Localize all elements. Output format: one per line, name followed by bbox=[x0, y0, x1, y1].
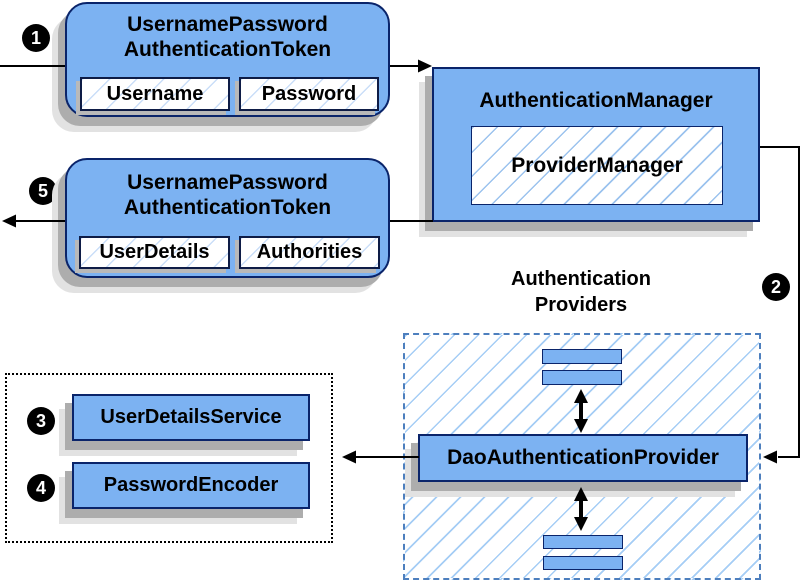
authentication-manager-title: AuthenticationManager bbox=[479, 89, 713, 112]
userdetails-field: UserDetails bbox=[79, 236, 230, 269]
token-response-title-line1: UsernamePassword bbox=[127, 171, 328, 194]
arrowhead-into-collaborators bbox=[342, 450, 356, 464]
authentication-providers-label-line1: Authentication bbox=[511, 268, 651, 290]
provider-manager-box: ProviderManager bbox=[471, 126, 723, 205]
step2-line bbox=[760, 146, 800, 458]
authorities-field: Authorities bbox=[239, 236, 380, 269]
collaborators-group-box bbox=[5, 373, 333, 543]
token-request-box: UsernamePassword AuthenticationToken Use… bbox=[65, 2, 390, 117]
token-request-title-line1: UsernamePassword bbox=[127, 13, 328, 36]
password-field: Password bbox=[239, 77, 379, 111]
provider-stub-bar bbox=[542, 349, 622, 364]
authentication-providers-label: Authentication Providers bbox=[466, 266, 696, 318]
step-badge-5: 5 bbox=[29, 177, 57, 205]
step-badge-2: 2 bbox=[762, 273, 790, 301]
step-badge-4: 4 bbox=[27, 474, 55, 502]
password-encoder-box: PasswordEncoder bbox=[72, 462, 310, 509]
arrowhead-into-dao-provider bbox=[763, 450, 777, 464]
provider-stub-bar bbox=[543, 535, 623, 549]
provider-stub-bar bbox=[543, 556, 623, 570]
username-field: Username bbox=[80, 77, 230, 111]
arrowhead-out-left bbox=[2, 214, 16, 228]
token-response-title-line2: AuthenticationToken bbox=[123, 196, 332, 219]
step-badge-3: 3 bbox=[27, 407, 55, 435]
dao-authentication-provider-box: DaoAuthenticationProvider bbox=[418, 434, 748, 482]
provider-stub-bar bbox=[542, 370, 622, 385]
arrowhead-into-authentication-manager bbox=[418, 59, 432, 73]
user-details-service-box: UserDetailsService bbox=[72, 394, 310, 441]
step-badge-1: 1 bbox=[22, 24, 50, 52]
token-response-box: UsernamePassword AuthenticationToken Use… bbox=[65, 158, 390, 278]
token-request-title-line2: AuthenticationToken bbox=[123, 38, 332, 61]
authentication-providers-label-line2: Providers bbox=[534, 294, 628, 316]
authentication-manager-box: AuthenticationManager ProviderManager bbox=[432, 67, 760, 222]
